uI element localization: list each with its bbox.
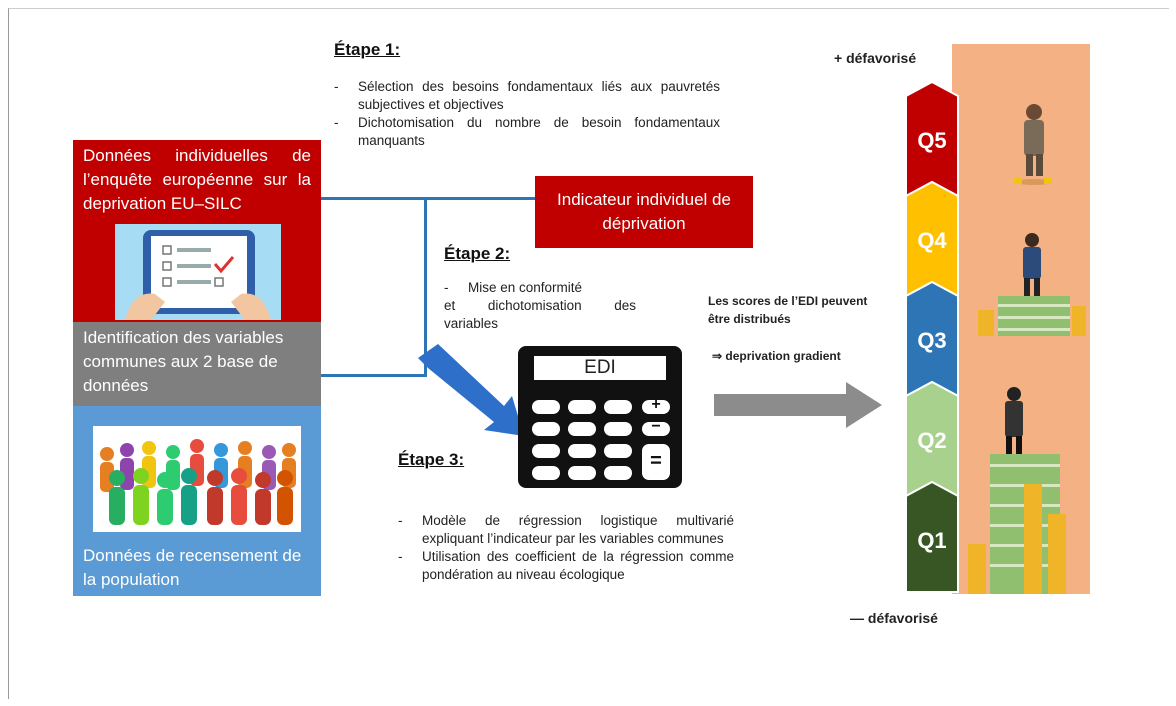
scores-text: Les scores de l’EDI peuvent être distrib… [708,292,867,328]
step1-bullet-1-text: Sélection des besoins fondamentaux liés … [358,79,720,112]
quintile-label-q1: Q1 [917,528,946,553]
page-frame [8,8,1169,699]
rich-person-icon [1005,387,1023,454]
calculator-screen: EDI [532,354,668,382]
quintile-label-q4: Q4 [917,228,947,253]
step3-bullet-1-text: Modèle de régression logistique multivar… [422,513,734,546]
common-variables-text: Identification des variables communes au… [83,328,284,395]
edi-calculator: EDI + − = [518,346,682,488]
step1-list: -Sélection des besoins fondamentaux liés… [334,78,720,150]
quintile-segment-q1 [905,480,959,593]
equals-key-label: = [650,450,662,472]
step3-title: Étape 3: [398,450,465,469]
connector-bottom-horizontal [321,374,427,377]
scale-bottom-label: — défavorisé [850,610,938,626]
scores-line1: Les scores de l’EDI peuvent [708,294,868,308]
connector-top-horizontal [321,197,535,200]
step3-bullet-1: -Modèle de régression logistique multiva… [398,513,734,546]
step1-bullet-2-text: Dichotomisation du nombre de besoin fond… [358,115,720,148]
calculator-screen-text: EDI [584,357,616,378]
wealth-stack-illustration [968,104,1086,594]
indicator-box: Indicateur individuel de déprivation [535,176,753,248]
blue-arrow-to-edi [418,344,524,436]
connector-vertical [424,197,427,377]
step2-bullet: -Mise en conformité [444,280,583,295]
calculator-keypad [532,400,670,480]
step2-bullet-line1: Mise en conformité [468,280,583,295]
step3-bullet-2-text: Utilisation des coefficient de la régres… [422,549,734,582]
step1-title: Étape 1: [334,40,401,59]
step2-bullet-line2: et dichotomisation des variables [444,298,636,331]
step3-bullet-2: -Utilisation des coefficient de la régre… [398,549,734,582]
population-crowd-image [93,426,301,532]
indicator-box-text: Indicateur individuel de déprivation [557,190,731,233]
tablet-checklist-image [115,224,281,320]
deprivation-gradient-text: ⇒ deprivation gradient [712,349,841,363]
poor-person-icon [1024,104,1044,176]
common-variables-box: Identification des variables communes au… [73,322,321,406]
step1-bullet-1: -Sélection des besoins fondamentaux liés… [334,79,720,112]
step3-list: -Modèle de régression logistique multiva… [398,512,734,584]
middle-person-icon [1023,233,1041,296]
tablet-checklist-icon [115,224,281,320]
quintile-label-q5: Q5 [917,128,946,153]
minus-key-label: − [651,418,661,435]
quintile-label-q2: Q2 [917,428,946,453]
scores-line2: être distribués [708,312,791,326]
grey-arrow-right [714,382,882,428]
scale-top-label: + défavorisé [834,50,917,66]
plus-key-label: + [651,396,661,413]
wealth-illustration-panel [952,44,1090,594]
quintile-label-q3: Q3 [917,328,946,353]
eu-silc-box-text: Données individuelles de l’enquête europ… [83,146,311,213]
step2-list: -Mise en conformité et dichotomisation d… [444,279,636,333]
step2-title: Étape 2: [444,244,511,263]
census-box-text: Données de recensement de la population [83,546,302,589]
crowd-people-icon [100,439,296,525]
step1-bullet-2: -Dichotomisation du nombre de besoin fon… [334,115,720,148]
